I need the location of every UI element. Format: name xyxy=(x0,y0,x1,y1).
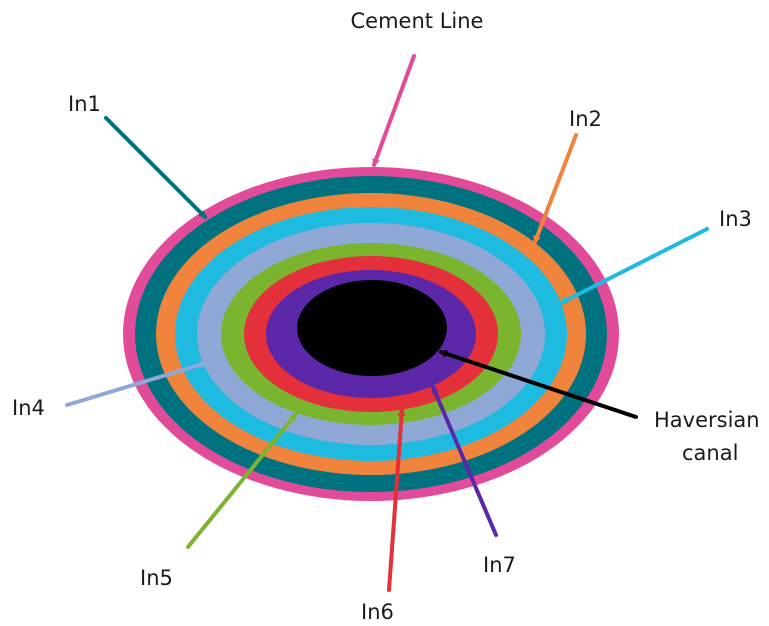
pointer-arrows xyxy=(65,54,709,592)
in6-label: In6 xyxy=(361,600,394,624)
cement-line-arrow xyxy=(372,54,416,167)
in6-arrow xyxy=(387,408,406,592)
in5-label: In5 xyxy=(140,566,173,590)
in7-label: In7 xyxy=(483,553,516,577)
in4-arrow xyxy=(65,360,208,407)
in2-label: In2 xyxy=(569,107,602,131)
in1-label: In1 xyxy=(68,92,101,116)
in1-arrow xyxy=(104,116,207,219)
haversian-label-line2: canal xyxy=(682,441,738,465)
cement-line-label: Cement Line xyxy=(351,9,484,33)
in3-label: In3 xyxy=(719,207,752,231)
labels: Cement Line In1 In2 In3 In4 Haversian ca… xyxy=(12,9,760,624)
in7-arrow xyxy=(431,385,498,537)
haversian-arrow xyxy=(439,350,638,419)
osteon-rings xyxy=(123,167,619,501)
haversian-canal xyxy=(297,280,447,376)
in2-arrow xyxy=(533,133,578,244)
in3-arrow xyxy=(559,227,709,305)
in5-arrow xyxy=(186,412,298,549)
haversian-label-line1: Haversian xyxy=(654,408,760,432)
in4-label: In4 xyxy=(12,396,45,420)
